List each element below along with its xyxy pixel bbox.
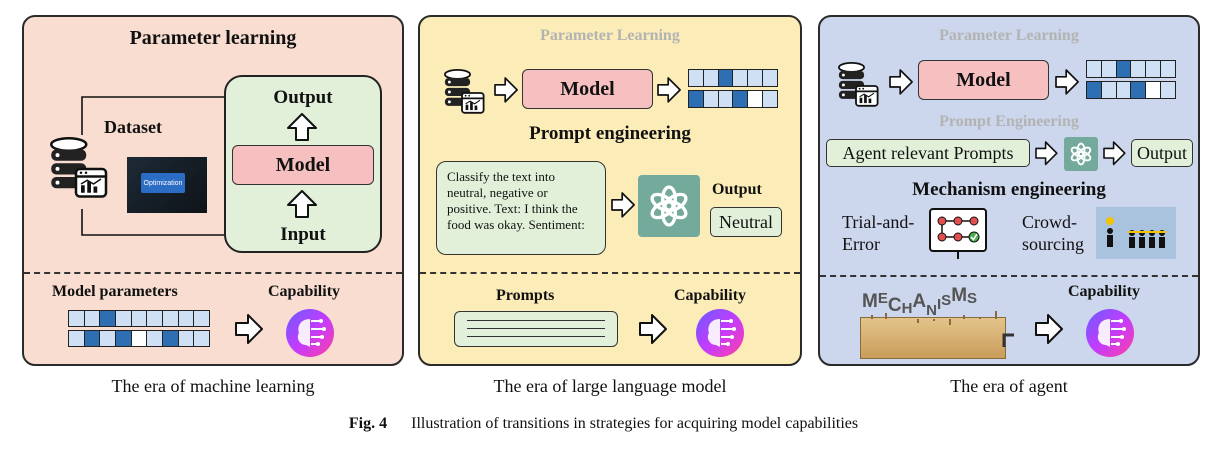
parameter-grid-row	[688, 69, 778, 87]
up-arrow-icon	[287, 190, 317, 218]
model-box: Model	[522, 69, 653, 109]
crowdsourcing-label: Crowd-sourcing	[1022, 212, 1084, 254]
hollow-arrow-icon	[889, 69, 913, 95]
keyboard-photo: Optimization	[127, 157, 207, 213]
panel-agent: Parameter Learning Model Prompt Engineer…	[818, 15, 1200, 366]
agent-prompts-box: Agent relevant Prompts	[826, 139, 1030, 167]
trial-and-error-label: Trial-and-Error	[842, 212, 915, 254]
database-icon	[443, 69, 485, 114]
dataset-label: Dataset	[104, 117, 162, 137]
hollow-arrow-icon	[494, 77, 518, 103]
model-box: Model	[918, 60, 1049, 100]
output-box: Output	[1131, 139, 1193, 167]
divider	[420, 272, 800, 274]
optimization-key: Optimization	[141, 173, 185, 193]
parameter-grid-row	[1086, 60, 1176, 78]
divider	[820, 275, 1198, 277]
brain-capability-icon	[285, 308, 335, 358]
mechanisms-word: MECHANISMS	[862, 285, 978, 319]
mechanisms-board	[860, 317, 1006, 359]
prompts-label: Prompts	[496, 287, 555, 304]
caption-agent: The era of agent	[950, 376, 1068, 396]
parameter-grid-row	[1086, 81, 1176, 99]
prompts-box	[454, 311, 618, 347]
flowchart-board-icon	[929, 208, 987, 259]
brain-capability-icon	[1085, 308, 1135, 358]
panel-machine-learning: Parameter learning Dataset Optimization …	[22, 15, 404, 366]
prompt-text-box: Classify the text into neutral, negative…	[436, 161, 606, 255]
caption-llm: The era of large language model	[493, 376, 727, 396]
prompt-engineering-heading: Prompt engineering	[529, 123, 691, 144]
hollow-arrow-icon	[657, 77, 681, 103]
hollow-arrow-icon	[1035, 141, 1058, 166]
parameter-grid-row	[68, 310, 210, 327]
output-value-box: Neutral	[710, 207, 782, 237]
model-box: Model	[232, 145, 374, 185]
parameter-grid-row	[688, 90, 778, 108]
hollow-arrow-icon	[639, 314, 667, 344]
divider	[24, 272, 402, 274]
capability-label: Capability	[1068, 283, 1141, 300]
faded-title: Parameter Learning	[540, 27, 680, 44]
faded-prompt-engineering: Prompt Engineering	[939, 113, 1079, 130]
brain-capability-icon	[695, 308, 745, 358]
database-icon	[838, 62, 879, 107]
faded-title: Parameter Learning	[939, 27, 1079, 44]
capability-label: Capability	[268, 283, 341, 300]
model-parameters-label: Model parameters	[52, 283, 178, 300]
input-label: Input	[280, 224, 326, 245]
hollow-arrow-icon	[611, 192, 635, 218]
hollow-arrow-icon	[235, 314, 263, 344]
openai-logo-icon	[638, 175, 700, 237]
figure-caption-text: Illustration of transitions in strategie…	[411, 415, 859, 432]
up-arrow-icon	[287, 113, 317, 141]
figure-label: Fig. 4	[348, 415, 388, 432]
output-label: Output	[712, 181, 762, 198]
hollow-arrow-icon	[1035, 314, 1063, 344]
hollow-arrow-icon	[1103, 141, 1126, 166]
parameter-grid-row	[68, 330, 210, 347]
caption-machine-learning: The era of machine learning	[111, 376, 315, 396]
output-label: Output	[273, 87, 333, 108]
openai-logo-icon	[1064, 137, 1098, 171]
crowd-people-icon	[1096, 207, 1176, 259]
figure-caption: Fig. 4 Illustration of transitions in st…	[0, 415, 1207, 433]
panel-large-language-model: Parameter Learning Model Prompt engineer…	[418, 15, 802, 366]
mechanisms-pegs	[871, 311, 1014, 347]
capability-label: Capability	[674, 287, 747, 304]
mechanism-engineering-heading: Mechanism engineering	[912, 179, 1106, 200]
panel-title: Parameter learning	[129, 27, 297, 49]
hollow-arrow-icon	[1055, 69, 1079, 95]
dataset-arrows	[81, 90, 254, 242]
